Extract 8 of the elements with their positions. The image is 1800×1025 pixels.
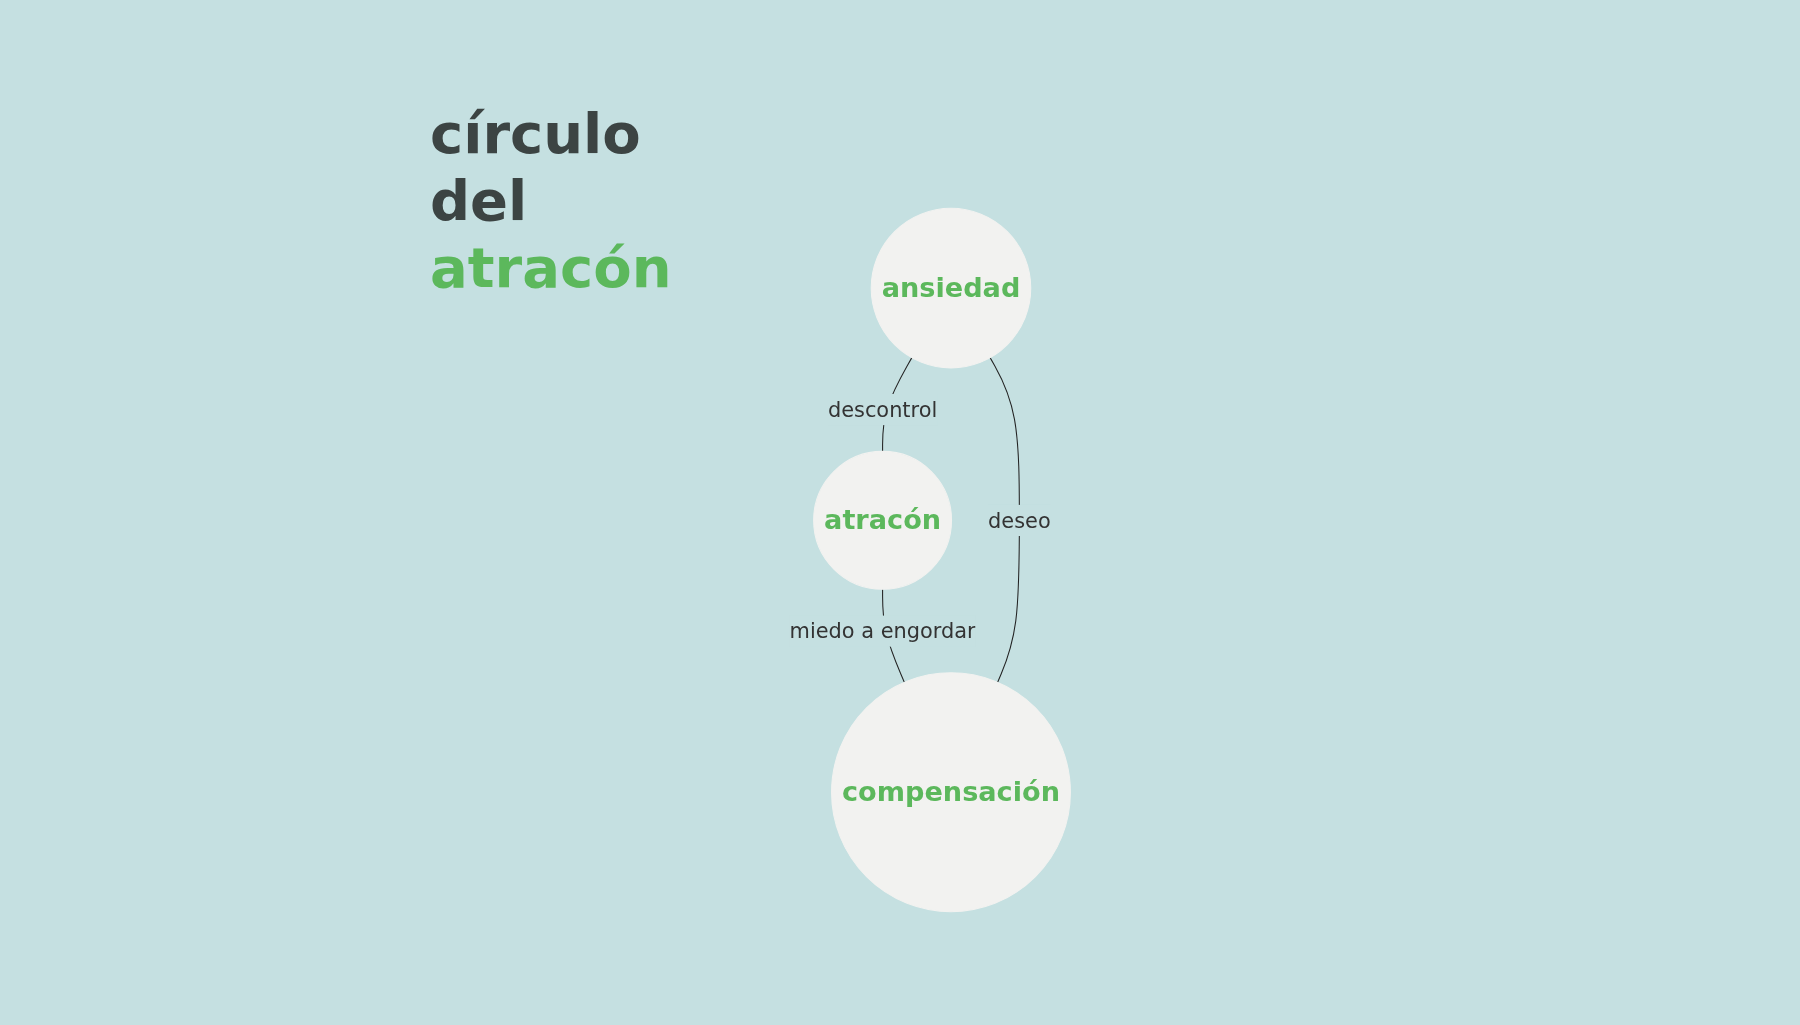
node-circle: compensación — [831, 672, 1071, 913]
node-circle: ansiedad — [870, 207, 1032, 369]
node-circle: atracón — [813, 450, 953, 590]
edge-label: deseo — [988, 507, 1051, 533]
title: círculo del atracón — [430, 100, 673, 302]
edge-label: descontrol — [827, 397, 938, 423]
connector — [989, 357, 1020, 683]
edge-label: miedo a engordar — [789, 618, 976, 644]
